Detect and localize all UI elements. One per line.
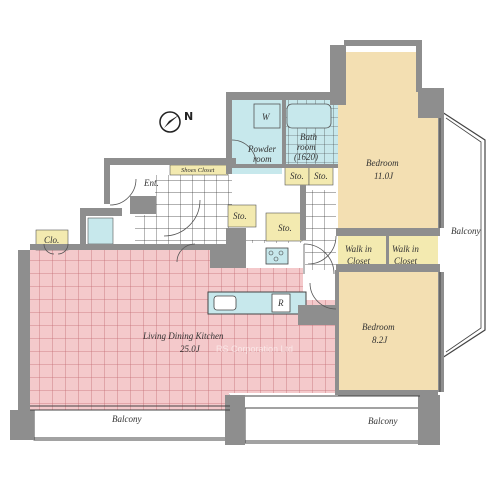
- door-swings: [43, 139, 337, 310]
- washer-area: [253, 103, 281, 129]
- storage-c: [227, 204, 257, 228]
- compass-label: N: [184, 110, 193, 123]
- watermark: RS Corporation Ltd: [216, 344, 293, 354]
- entrance-label: Ent.: [143, 178, 159, 188]
- bedroom-1-floor: [338, 52, 438, 228]
- walls: [10, 40, 444, 445]
- balcony-right-label: Balcony: [451, 226, 481, 236]
- storage-d-label: Sto.: [278, 223, 292, 233]
- bedroom-2-name: Bedroom: [362, 322, 395, 332]
- toilet-area: [87, 217, 114, 245]
- clo-label: Clo.: [44, 235, 59, 245]
- bedroom-1-size: 11.0J: [374, 171, 394, 181]
- storage-b-label: Sto.: [314, 171, 328, 181]
- ldk-size: 25.0J: [180, 344, 201, 354]
- balcony-bottom-right: [244, 407, 426, 444]
- stove: [265, 247, 289, 265]
- powder-label-1: Powder: [247, 144, 276, 154]
- walkin-2-label-1: Walk in: [392, 244, 419, 254]
- walkin-1-label-2: Closet: [347, 256, 371, 266]
- bedroom-2-size: 8.2J: [372, 335, 388, 345]
- balcony-right: [441, 111, 486, 359]
- walkin-2-label-2: Closet: [394, 256, 418, 266]
- bath-label-3: (1620): [294, 152, 318, 162]
- balcony-bottom-right-label: Balcony: [368, 416, 398, 426]
- bath-label-2: room: [297, 142, 316, 152]
- kitchen-sink: [213, 295, 237, 311]
- bathtub: [286, 103, 332, 129]
- fridge-label: R: [277, 298, 284, 308]
- balcony-bottom-left-label: Balcony: [112, 414, 142, 424]
- powder-label-2: room: [253, 154, 272, 164]
- windows: [30, 118, 441, 411]
- washer-label: W: [262, 112, 271, 122]
- ldk-name: Living Dining Kitchen: [142, 331, 224, 341]
- bedroom-2-floor: [337, 272, 438, 390]
- storage-a-label: Sto.: [290, 171, 304, 181]
- storage-d: [265, 212, 303, 242]
- bath-label-1: Bath: [300, 132, 317, 142]
- room-labels: Bedroom 11.0J Bedroom 8.2J Living Dining…: [44, 112, 481, 426]
- fridge: [271, 293, 291, 313]
- storage-c-label: Sto.: [233, 211, 247, 221]
- compass-north-icon: N: [159, 110, 193, 133]
- shoes-closet-label: Shoes Closet: [181, 167, 215, 174]
- living-dining-kitchen-floor: [30, 250, 335, 410]
- walkin-1-label-1: Walk in: [345, 244, 372, 254]
- bedroom-1-name: Bedroom: [366, 158, 399, 168]
